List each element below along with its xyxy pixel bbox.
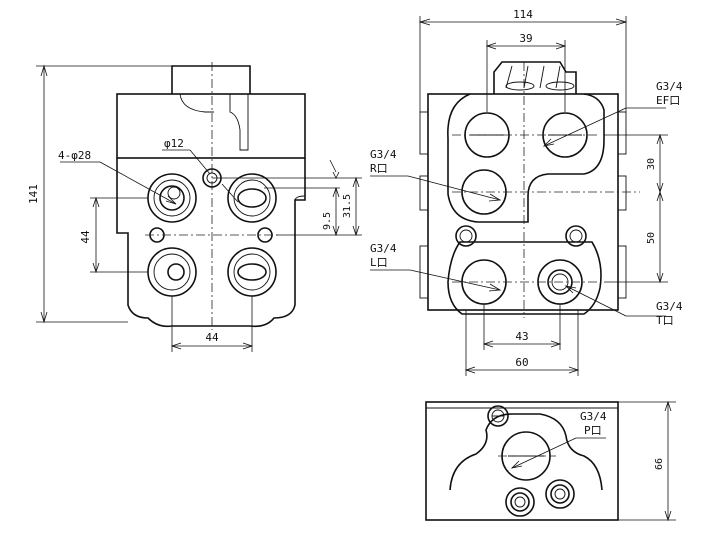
bottom-view: 66 G3/4 P口 xyxy=(425,400,676,522)
side-port-pitch-upper: 30 xyxy=(646,158,657,170)
side-bottom-width-dim: 60 xyxy=(515,356,528,369)
t-port-name: T口 xyxy=(656,314,674,327)
bottom-body-outline xyxy=(425,401,619,521)
side-width-dim: 114 xyxy=(513,8,533,21)
front-horizontal-pitch-dim: 44 xyxy=(205,331,219,344)
side-view: 114 39 30 50 43 60 xyxy=(370,8,683,376)
front-offset-dim-b: 31.5 xyxy=(342,194,353,218)
r-port-thread: G3/4 xyxy=(370,148,397,161)
p-port-name: P口 xyxy=(584,424,602,437)
l-port-thread: G3/4 xyxy=(370,242,397,255)
front-height-dim: 141 xyxy=(27,184,40,204)
p-port-thread: G3/4 xyxy=(580,410,607,423)
r-port-name: R口 xyxy=(370,162,388,175)
front-offset-dim-a: 9.5 xyxy=(322,212,333,230)
side-body-outline xyxy=(427,93,619,311)
front-small-hole-dim: φ12 xyxy=(164,137,184,150)
front-view: 141 4-φ28 φ12 44 44 xyxy=(27,62,362,352)
t-port-thread: G3/4 xyxy=(656,300,683,313)
front-upper-body xyxy=(116,93,306,159)
front-lower-body xyxy=(116,158,306,328)
ef-port-thread: G3/4 xyxy=(656,80,683,93)
front-bore-dim: 4-φ28 xyxy=(58,149,91,162)
ef-port-name: EF口 xyxy=(656,94,680,107)
side-top-pitch-dim: 39 xyxy=(519,32,532,45)
front-top-boss xyxy=(171,65,251,94)
front-vertical-pitch-dim: 44 xyxy=(79,230,92,244)
side-bottom-pitch-dim: 43 xyxy=(515,330,528,343)
side-port-pitch-lower: 50 xyxy=(646,232,657,244)
bottom-height-dim: 66 xyxy=(654,458,665,470)
l-port-name: L口 xyxy=(370,256,388,269)
